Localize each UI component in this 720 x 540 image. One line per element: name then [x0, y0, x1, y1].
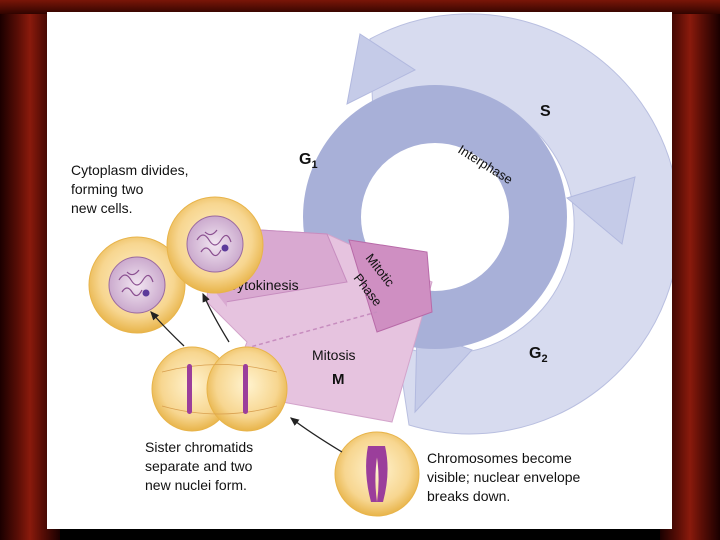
chromosome-icon: [366, 446, 388, 502]
cell-cycle-diagram: S G1 G2 Interphase Mitotic Phase Cytokin…: [71, 13, 672, 517]
slide: S G1 G2 Interphase Mitotic Phase Cytokin…: [47, 12, 672, 529]
arrow-icon: [289, 417, 343, 453]
arrow-icon: [150, 311, 185, 347]
cycle-outer-ring: [369, 13, 672, 435]
prophase-cell-icon: [334, 431, 420, 517]
caption-chromosomes: Chromosomes become visible; nuclear enve…: [427, 450, 584, 504]
curtain-top: [0, 0, 720, 14]
arrow-icon: [202, 292, 230, 343]
caption-cytoplasm: Cytoplasm divides, forming two new cells…: [71, 162, 192, 216]
label-s: S: [540, 103, 551, 120]
label-mitosis-m: M: [332, 371, 345, 388]
label-g1: G1: [299, 151, 318, 171]
s-arrow-icon: [565, 176, 636, 245]
daughter-cell-right-icon: [166, 196, 264, 294]
label-g2: G2: [529, 345, 548, 365]
daughter-cell-left-icon: [88, 236, 186, 334]
dividing-cell-icon: [151, 346, 288, 432]
mitotic-phase-wedge: [348, 239, 433, 333]
label-mitosis: Mitosis: [312, 347, 356, 363]
g1-arrow-icon: [346, 33, 417, 105]
interphase-ring: [303, 85, 567, 349]
caption-sister-chromatids: Sister chromatids separate and two new n…: [145, 439, 257, 493]
